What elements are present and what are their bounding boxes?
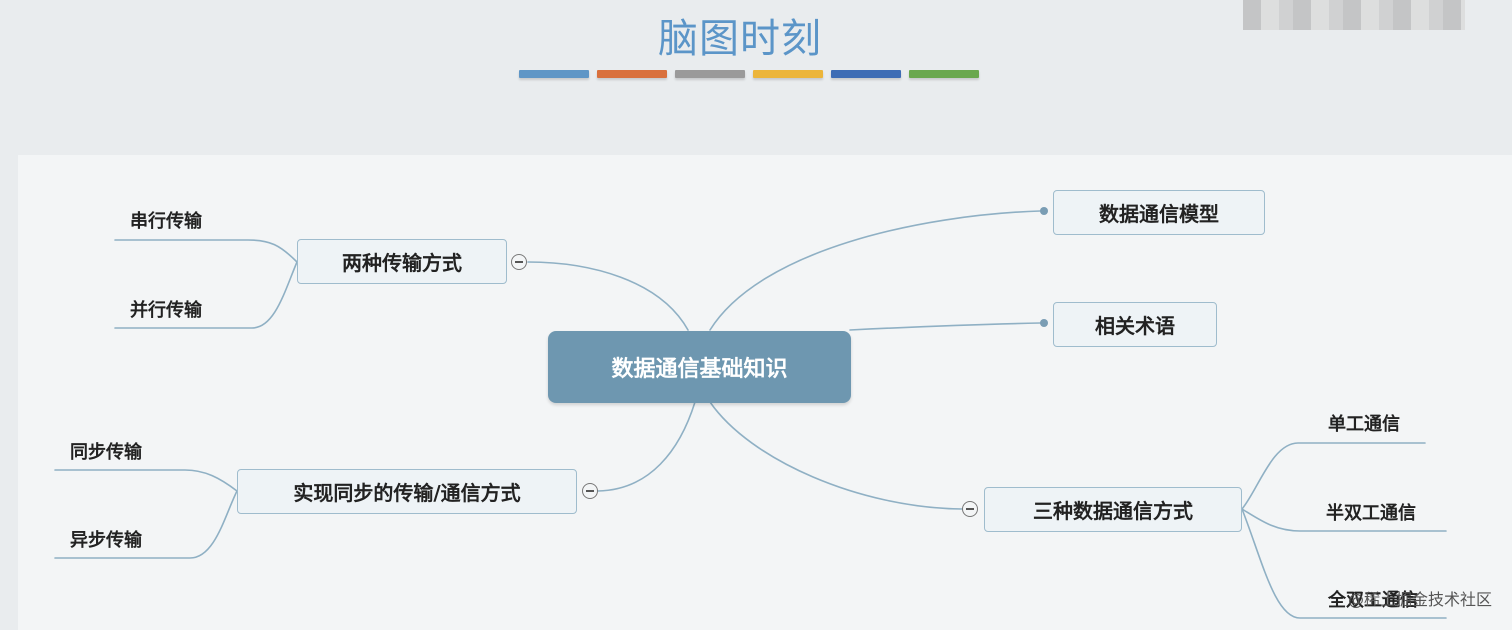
color-bar	[597, 70, 667, 78]
collapse-icon[interactable]	[962, 501, 978, 517]
color-bar	[909, 70, 979, 78]
leaf-half-duplex[interactable]: 半双工通信	[1326, 503, 1416, 524]
leaf-synchronous-transmission[interactable]: 同步传输	[70, 442, 142, 463]
link-center-sync-methods	[597, 401, 696, 492]
watermark: @稀土掘金技术社区	[1347, 590, 1492, 609]
leaf-serial-transmission[interactable]: 串行传输	[130, 211, 202, 232]
connector-dot	[1040, 207, 1048, 215]
link-center-terms	[849, 322, 1041, 331]
leaf-simplex[interactable]: 单工通信	[1328, 414, 1400, 435]
collapse-icon[interactable]	[511, 254, 527, 270]
connector-dot	[1040, 319, 1048, 327]
slide-title: 脑图时刻	[658, 16, 822, 62]
leaf-asynchronous-transmission[interactable]: 异步传输	[70, 530, 142, 551]
color-bar	[519, 70, 589, 78]
branch-node-sync-methods[interactable]: 实现同步的传输/通信方式	[237, 469, 577, 514]
leaf-full-duplex[interactable]: 全双工通信	[1328, 590, 1418, 611]
branch-node-comm-model[interactable]: 数据通信模型	[1053, 190, 1265, 235]
link-center-comm-model	[709, 210, 1041, 331]
branch-node-comm-modes[interactable]: 三种数据通信方式	[984, 487, 1242, 532]
link-transmission-serial	[114, 239, 298, 263]
color-bar	[753, 70, 823, 78]
link-comm-simplex	[1241, 442, 1426, 510]
link-sync-asynchronous	[54, 490, 238, 559]
color-bar	[831, 70, 901, 78]
link-comm-full-duplex	[1241, 508, 1447, 619]
link-sync-synchronous	[54, 469, 238, 492]
blurred-region	[1243, 0, 1465, 30]
collapse-icon[interactable]	[582, 483, 598, 499]
link-center-comm-modes	[709, 401, 963, 510]
link-center-transmission-modes	[527, 261, 689, 331]
branch-node-transmission-modes[interactable]: 两种传输方式	[297, 239, 507, 284]
link-transmission-parallel	[114, 261, 298, 329]
center-node[interactable]: 数据通信基础知识	[548, 331, 851, 403]
leaf-parallel-transmission[interactable]: 并行传输	[130, 300, 202, 321]
branch-node-terms[interactable]: 相关术语	[1053, 302, 1217, 347]
link-comm-half-duplex	[1241, 508, 1447, 532]
color-bar-strip	[519, 70, 979, 78]
color-bar	[675, 70, 745, 78]
